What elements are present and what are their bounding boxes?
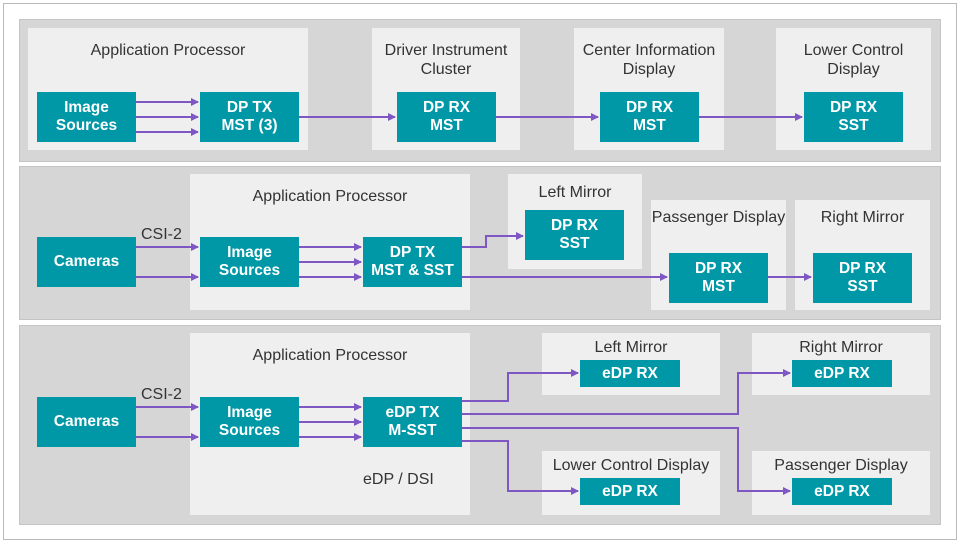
row3-right-mirror-title: Right Mirror	[799, 339, 883, 356]
row2-right-mirror-title: Right Mirror	[820, 209, 905, 226]
row3-lower-rx: eDP RX	[580, 478, 680, 505]
row3-edp-tx: eDP TX M-SST	[363, 397, 462, 447]
row3-passenger-rx: eDP RX	[792, 478, 892, 505]
row1-lower-rx: DP RX SST	[804, 92, 903, 142]
row3-right-mirror-rx: eDP RX	[792, 360, 892, 387]
row1-lower-title: Lower Control Display	[803, 42, 904, 78]
row2-dp-tx: DP TX MST & SST	[363, 237, 462, 287]
row2-app-processor-title: Application Processor	[252, 188, 408, 205]
row1-app-processor-title: Application Processor	[90, 42, 246, 59]
arrow-r3-tx-passenger	[462, 427, 791, 495]
row2-image-sources: Image Sources	[200, 237, 299, 287]
row2-cameras: Cameras	[37, 237, 136, 287]
row3-image-sources: Image Sources	[200, 397, 299, 447]
arrow-r3-tx-leftmirror	[462, 369, 579, 402]
row3-left-mirror-rx: eDP RX	[580, 360, 680, 387]
row1-image-sources: Image Sources	[37, 92, 136, 142]
arrow-r2-tx-leftmirror	[462, 232, 524, 248]
row3-edp-dsi-label: eDP / DSI	[363, 471, 434, 488]
row2-left-mirror-rx: DP RX SST	[525, 210, 624, 260]
row2-right-mirror-rx: DP RX SST	[813, 253, 912, 303]
row1-dp-tx: DP TX MST (3)	[200, 92, 299, 142]
row2-left-mirror-title: Left Mirror	[538, 184, 612, 201]
row1-driver-rx: DP RX MST	[397, 92, 496, 142]
row3-app-processor-title: Application Processor	[252, 347, 408, 364]
row3-passenger-title: Passenger Display	[774, 457, 908, 474]
row2-passenger-title: Passenger Display	[651, 209, 786, 226]
row1-center-rx: DP RX MST	[600, 92, 699, 142]
row3-left-mirror-title: Left Mirror	[594, 339, 668, 356]
row3-lower-title: Lower Control Display	[552, 457, 710, 474]
row1-center-title: Center Information Display	[582, 42, 716, 78]
row2-passenger-rx: DP RX MST	[669, 253, 768, 303]
row2-band	[19, 166, 941, 320]
row2-csi-label: CSI-2	[141, 226, 182, 243]
row3-csi-label: CSI-2	[141, 386, 182, 403]
row3-cameras: Cameras	[37, 397, 136, 447]
row1-driver-cluster-title: Driver Instrument Cluster	[384, 42, 508, 78]
arrow-r3-tx-lower	[462, 440, 579, 495]
arrow-r3-tx-rightmirror	[462, 369, 791, 415]
